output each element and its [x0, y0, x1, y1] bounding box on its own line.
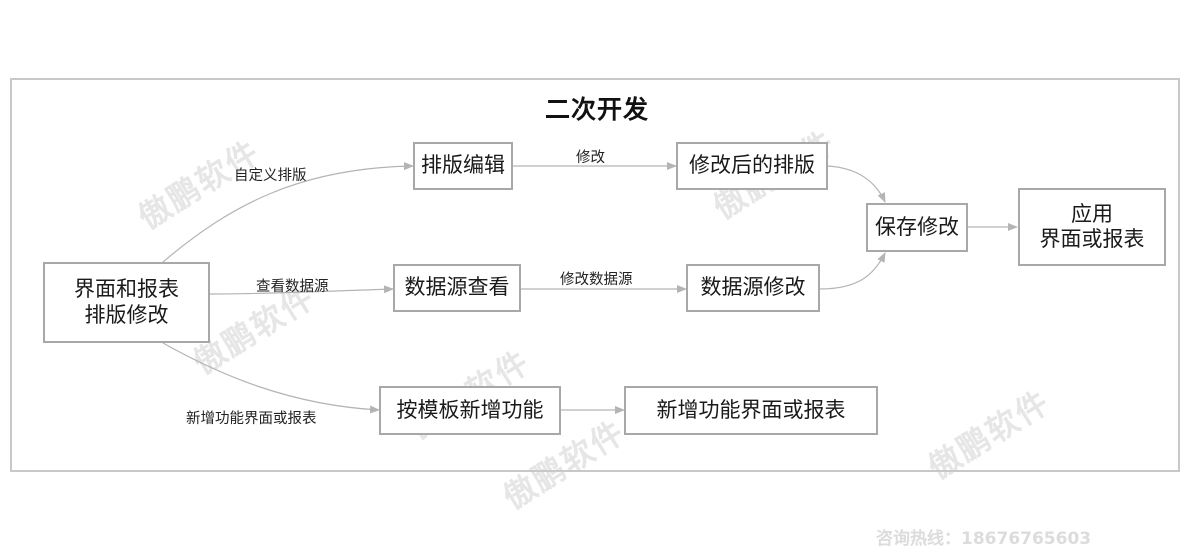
node-datasource-modify: 数据源修改 — [686, 264, 820, 312]
node-new-feature: 新增功能界面或报表 — [624, 386, 878, 435]
node-template-add: 按模板新增功能 — [379, 386, 561, 435]
edge-label-view-datasource: 查看数据源 — [256, 279, 329, 295]
node-save-modify: 保存修改 — [866, 203, 968, 252]
node-datasource-view: 数据源查看 — [393, 264, 521, 312]
edge-label-custom-layout: 自定义排版 — [234, 168, 307, 184]
node-apply: 应用 界面或报表 — [1018, 188, 1166, 266]
node-modified-layout: 修改后的排版 — [676, 142, 828, 190]
node-start: 界面和报表 排版修改 — [43, 262, 210, 343]
diagram-title: 二次开发 — [544, 95, 649, 124]
hotline-watermark: 咨询热线：18676765603 — [876, 529, 1092, 549]
node-layout-edit: 排版编辑 — [413, 142, 513, 190]
edge-label-modify: 修改 — [576, 150, 605, 166]
edge-label-modify-datasource: 修改数据源 — [560, 272, 633, 288]
diagram-frame — [10, 78, 1180, 472]
edge-label-add-feature: 新增功能界面或报表 — [186, 411, 317, 427]
